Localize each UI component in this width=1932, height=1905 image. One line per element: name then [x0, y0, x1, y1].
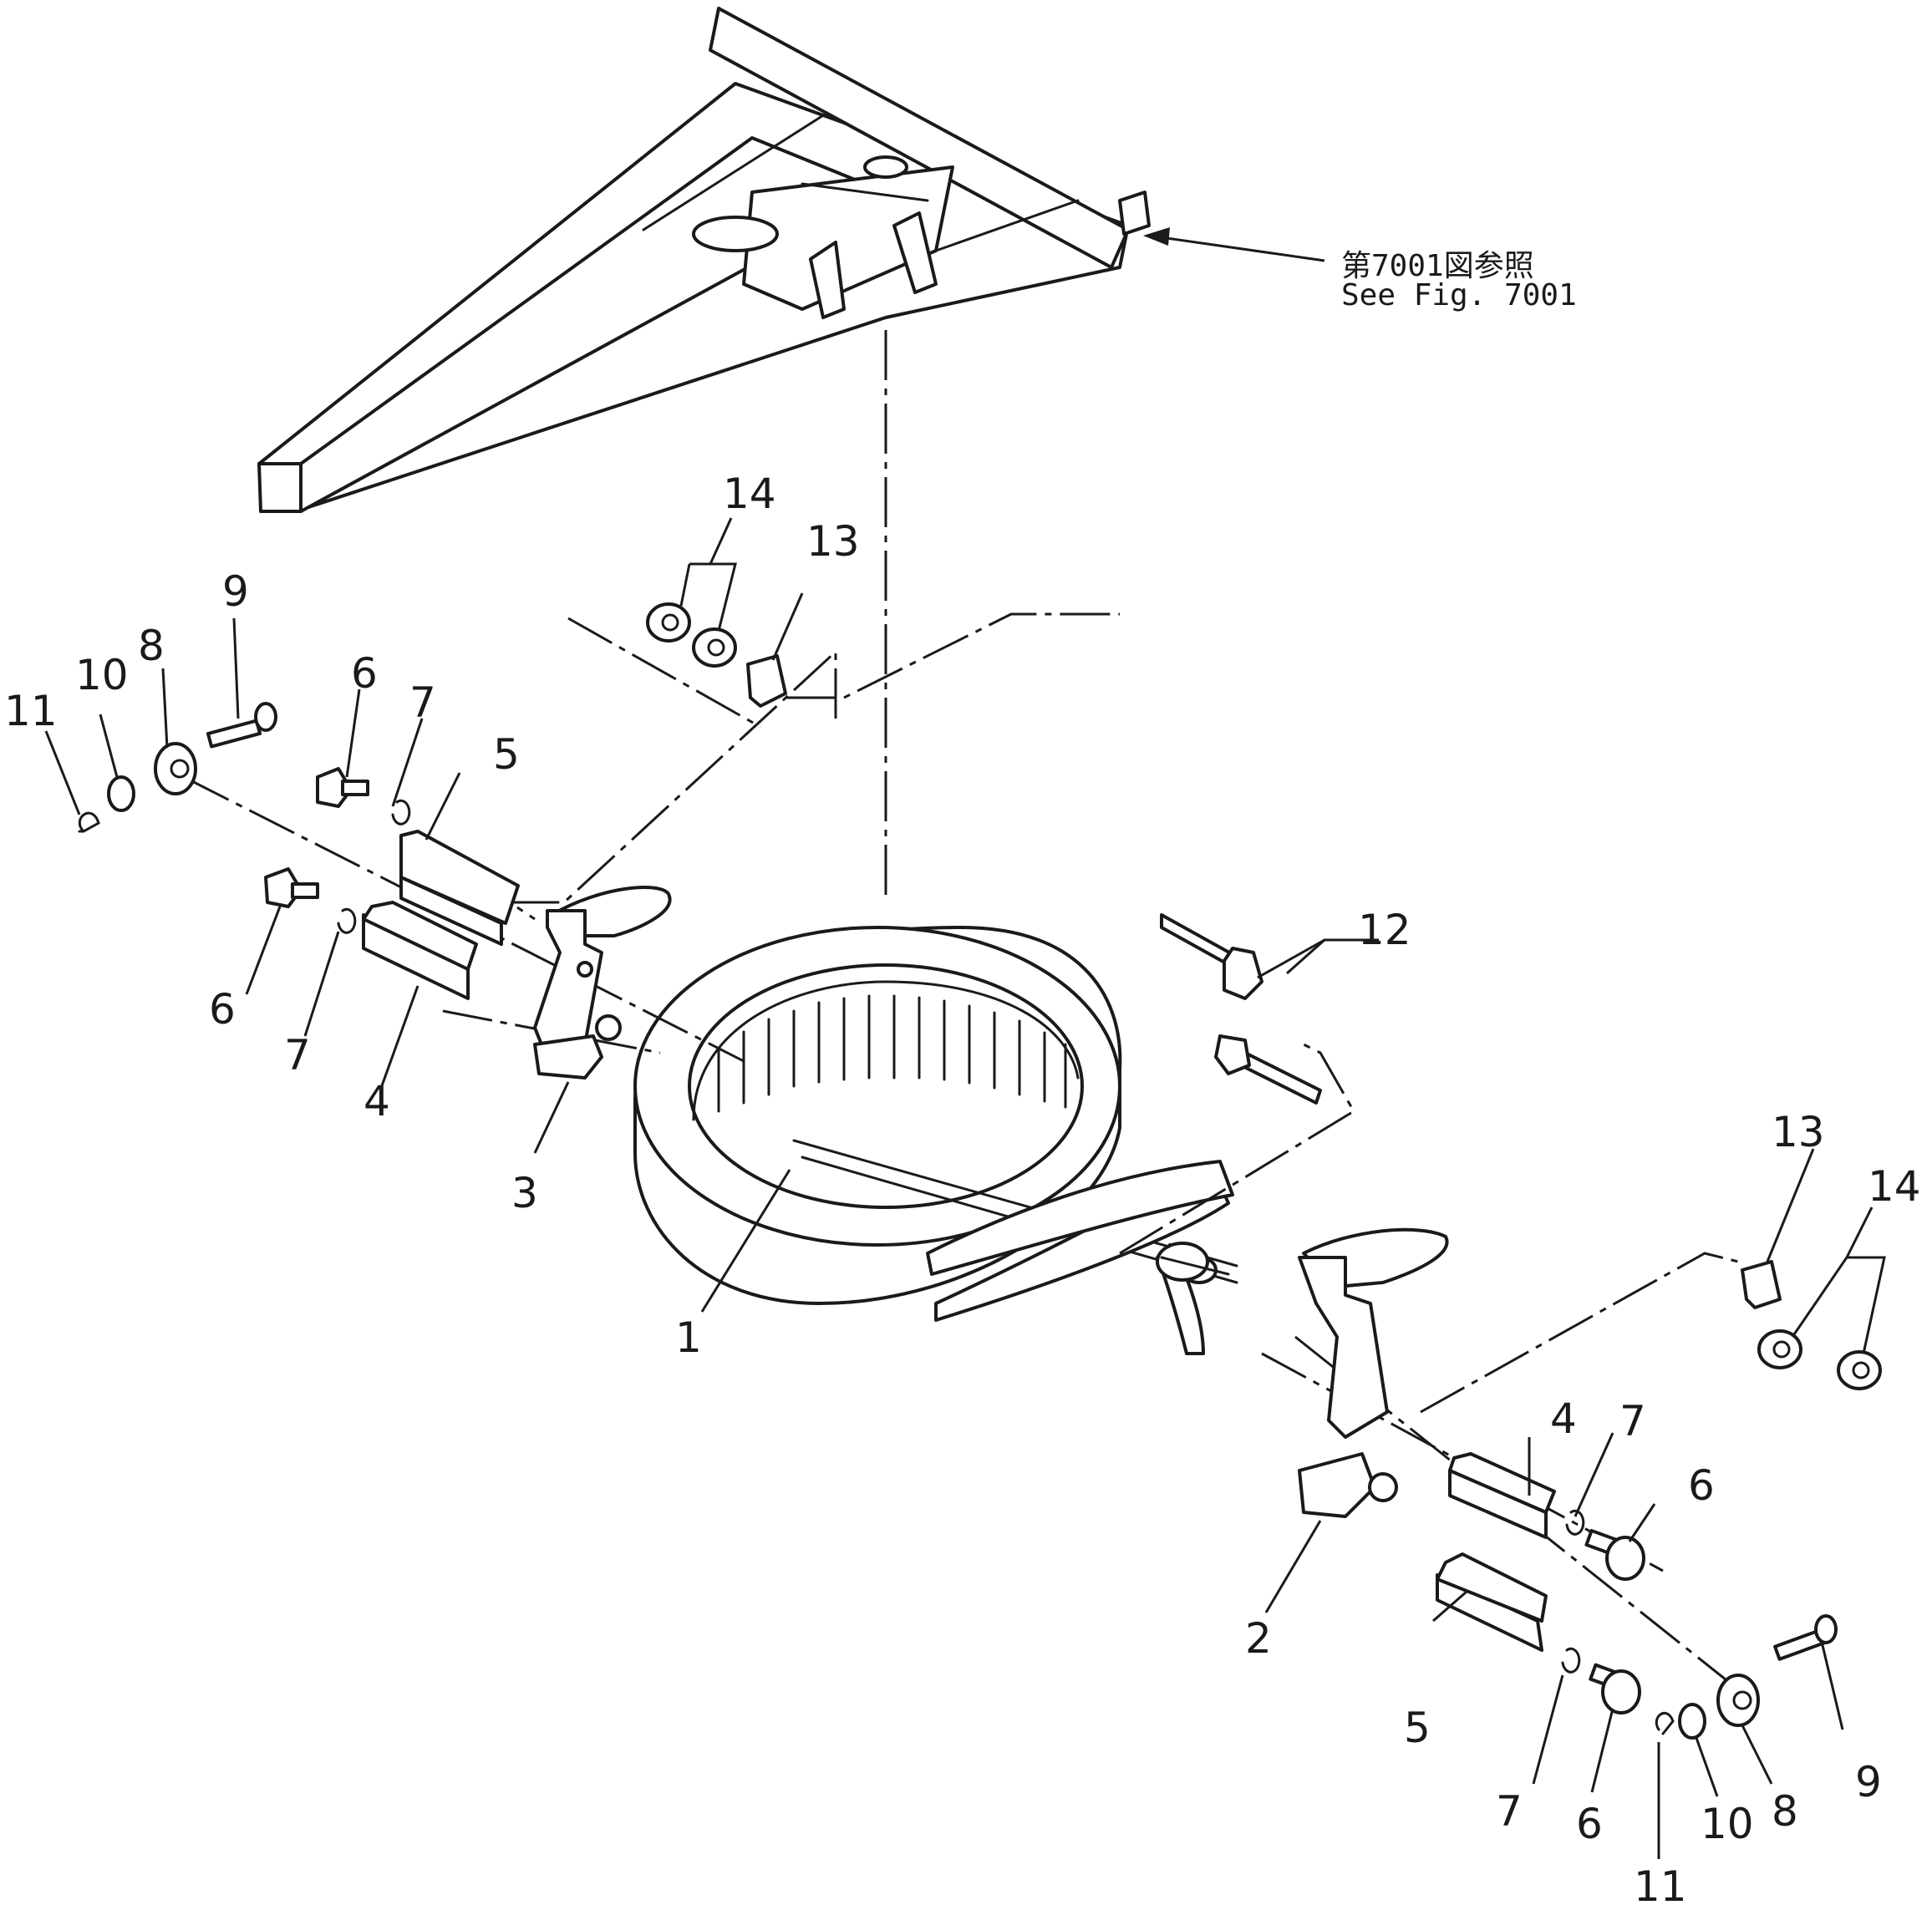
reference-note: 第7001図参照 See Fig. 7001	[1143, 227, 1577, 312]
callout-6-upper-right: 6	[1688, 1461, 1715, 1510]
shim-part-5-left	[399, 830, 520, 946]
callout-7-upper-left: 7	[409, 678, 436, 727]
callout-4-right: 4	[1550, 1394, 1577, 1443]
callout-14-right: 14	[1868, 1162, 1921, 1211]
left-bracket-part-3	[533, 886, 672, 1080]
callout-13-right: 13	[1772, 1108, 1825, 1156]
a-frame	[257, 7, 1151, 902]
callout-8-left: 8	[138, 622, 165, 670]
callout-9-right: 9	[1855, 1758, 1882, 1806]
callout-4-left: 4	[364, 1077, 390, 1125]
right-hardware	[1561, 1260, 1882, 1740]
callout-numbers: 1 2 3 4 5 4 5 6 6 6 6 7 7 7 7 8 8 9 9 10…	[4, 470, 1921, 1905]
circle-ring-assembly	[633, 926, 1238, 1355]
left-hardware	[78, 602, 787, 934]
callout-5-right: 5	[1404, 1704, 1431, 1752]
bolts-part-12	[1160, 913, 1322, 1105]
callout-2: 2	[1245, 1614, 1272, 1663]
callout-8-right: 8	[1772, 1787, 1798, 1836]
reference-note-english: See Fig. 7001	[1341, 278, 1577, 312]
callout-11-right: 11	[1634, 1862, 1687, 1905]
callout-10-left: 10	[75, 651, 129, 699]
right-bracket-part-2	[1298, 1227, 1449, 1518]
callout-12: 12	[1358, 906, 1411, 954]
shim-part-4-left	[362, 901, 478, 1000]
callout-11-left: 11	[4, 687, 58, 735]
callout-3: 3	[511, 1169, 538, 1217]
callout-6-lower-right: 6	[1576, 1800, 1603, 1848]
callout-6-upper-left: 6	[351, 649, 378, 698]
callout-9-left: 9	[222, 567, 249, 616]
callout-14-left: 14	[723, 470, 776, 518]
callout-leaders	[44, 517, 1886, 1859]
callout-5-left: 5	[493, 730, 520, 779]
callout-6-lower-left: 6	[209, 985, 236, 1034]
callout-7-upper-right: 7	[1619, 1397, 1646, 1445]
shim-part-4-right	[1448, 1452, 1556, 1539]
reference-note-japanese: 第7001図参照	[1341, 249, 1534, 283]
callout-7-lower-left: 7	[284, 1031, 311, 1080]
callout-10-right: 10	[1701, 1800, 1754, 1848]
callout-7-lower-right: 7	[1496, 1787, 1523, 1836]
callout-1: 1	[675, 1313, 702, 1362]
callout-13-left: 13	[806, 517, 860, 566]
